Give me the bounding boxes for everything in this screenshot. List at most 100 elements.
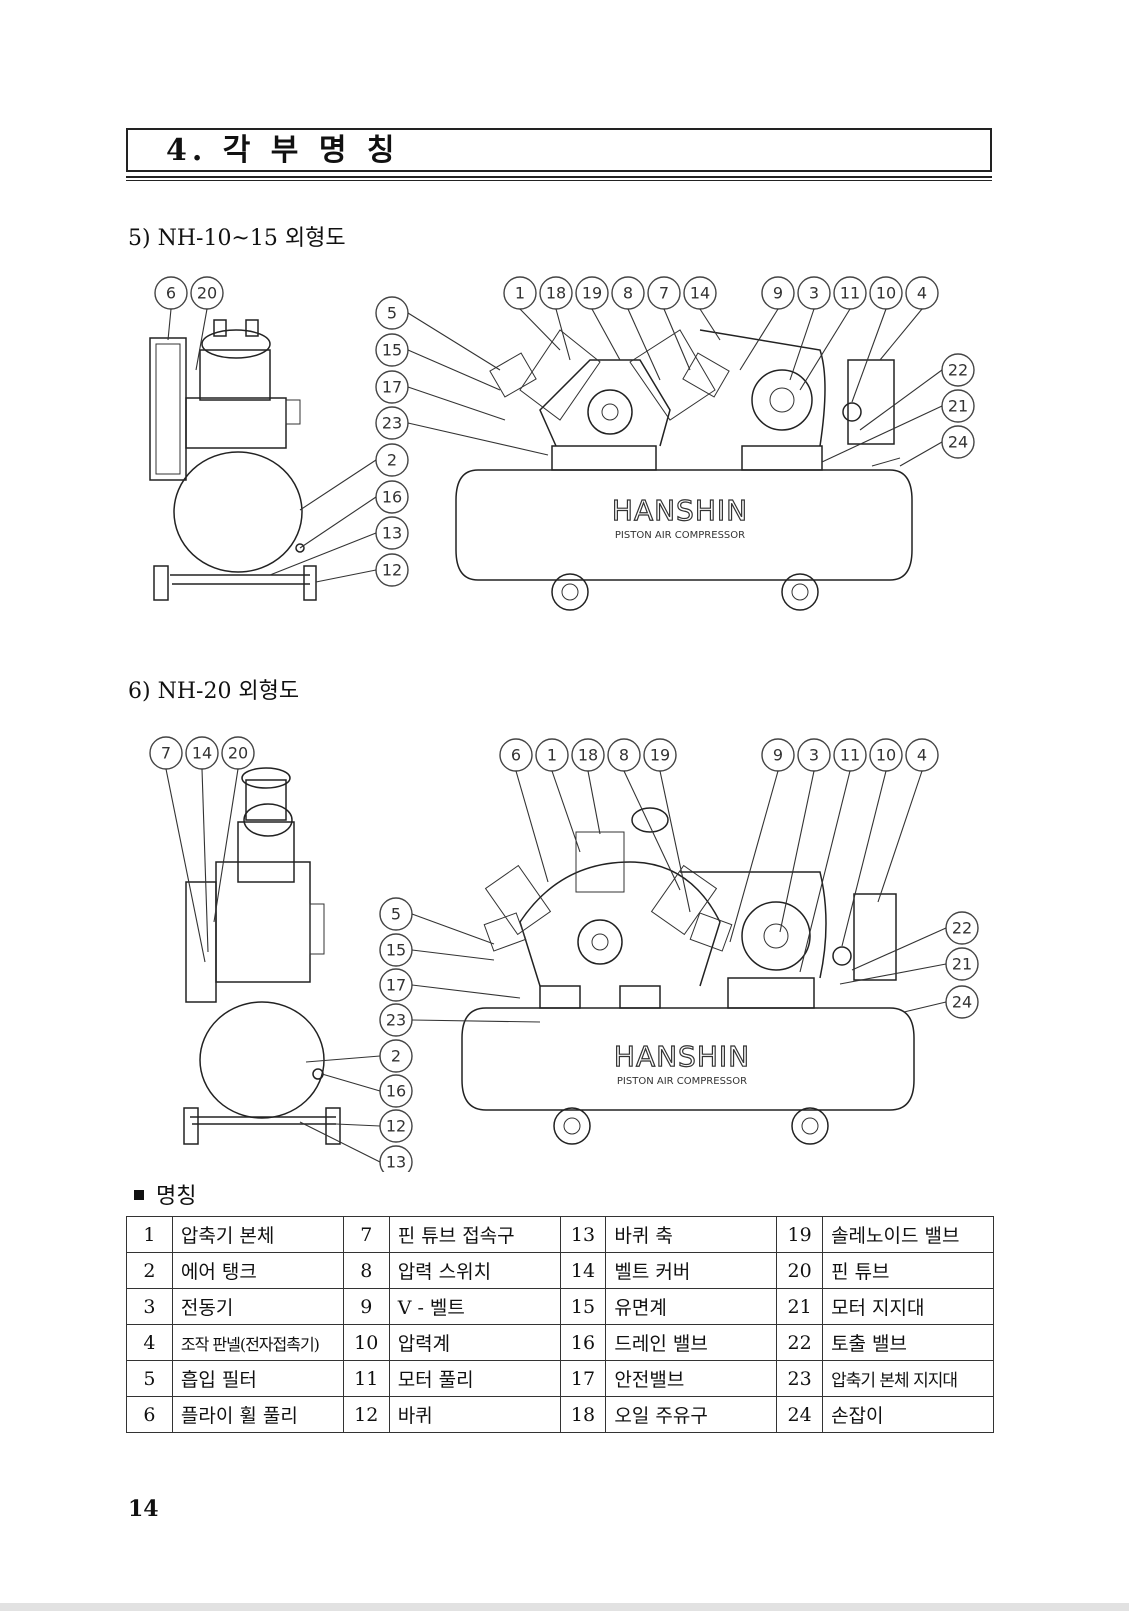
callout: 3: [797, 276, 831, 310]
part-name: 오일 주유구: [605, 1396, 778, 1433]
fig1-leaders: [167, 308, 943, 583]
part-number: 23: [776, 1360, 824, 1397]
part-name: V - 벨트: [388, 1288, 561, 1325]
part-number: 13: [559, 1216, 607, 1253]
part-name: 바퀴 축: [605, 1216, 778, 1253]
part-number: 20: [776, 1252, 824, 1289]
callout: 9: [761, 276, 795, 310]
part-name: 손잡이: [822, 1396, 994, 1433]
part-number: 22: [776, 1324, 824, 1361]
svg-text:10: 10: [876, 284, 896, 303]
fig2-brand-subtitle: PISTON AIR COMPRESSOR: [617, 1076, 747, 1087]
callout: 20: [221, 736, 255, 770]
callout: 11: [833, 276, 867, 310]
callout: 4: [905, 738, 939, 772]
callout: 19: [643, 738, 677, 772]
part-number: 7: [342, 1216, 390, 1253]
svg-text:22: 22: [948, 361, 968, 380]
fig1-callouts: 6 20 5 15 17 23 2 16 13 12 1 18 19 8 7 1…: [154, 276, 975, 587]
part-number: 11: [342, 1360, 390, 1397]
callout: 9: [761, 738, 795, 772]
fig1-side-view: [149, 319, 317, 601]
callout: 5: [375, 296, 409, 330]
svg-text:13: 13: [382, 524, 402, 543]
callout: 23: [375, 406, 409, 440]
svg-text:24: 24: [952, 993, 972, 1012]
callout: 10: [869, 276, 903, 310]
part-number: 1: [126, 1216, 173, 1253]
callout: 22: [945, 911, 979, 945]
svg-text:2: 2: [387, 451, 397, 470]
svg-text:24: 24: [948, 433, 968, 452]
svg-text:17: 17: [386, 976, 406, 995]
part-name: 유면계: [605, 1288, 778, 1325]
callout: 17: [375, 370, 409, 404]
part-number: 19: [776, 1216, 824, 1253]
svg-text:18: 18: [578, 746, 598, 765]
callout: 15: [379, 933, 413, 967]
part-name: 모터 풀리: [388, 1360, 561, 1397]
svg-text:4: 4: [917, 284, 927, 303]
part-number: 21: [776, 1288, 824, 1325]
svg-text:8: 8: [623, 284, 633, 303]
figure-1-drawing: HANSHIN PISTON AIR COMPRESSOR 6 20 5 15 …: [149, 276, 975, 611]
callout: 17: [379, 968, 413, 1002]
part-name: 에어 탱크: [171, 1252, 344, 1289]
part-name: 플라이 휠 풀리: [171, 1396, 344, 1433]
svg-text:13: 13: [386, 1153, 406, 1172]
callout: 1: [503, 276, 537, 310]
part-number: 14: [559, 1252, 607, 1289]
part-number: 18: [559, 1396, 607, 1433]
svg-text:2: 2: [391, 1047, 401, 1066]
callout: 21: [941, 389, 975, 423]
svg-text:11: 11: [840, 746, 860, 765]
part-number: 4: [126, 1324, 173, 1361]
fig2-leaders: [165, 768, 947, 1163]
callout: 14: [683, 276, 717, 310]
fig2-side-view: [183, 767, 341, 1145]
page-number: 14: [128, 1496, 159, 1522]
callout: 8: [611, 276, 645, 310]
svg-text:6: 6: [166, 284, 176, 303]
heading-rule-thick: [126, 176, 992, 178]
callout: 6: [154, 276, 188, 310]
callout: 1: [535, 738, 569, 772]
legend-title: 명칭: [156, 1184, 197, 1209]
figure-1-caption: 5) NH-10~15 외형도: [128, 226, 346, 251]
callout: 12: [375, 553, 409, 587]
part-name: 핀 튜브: [822, 1252, 994, 1289]
callout: 2: [379, 1039, 413, 1073]
part-number: 9: [342, 1288, 390, 1325]
part-number: 17: [559, 1360, 607, 1397]
callout: 20: [190, 276, 224, 310]
footer-bar: [0, 1603, 1129, 1611]
svg-text:17: 17: [382, 378, 402, 397]
fig1-brand-subtitle: PISTON AIR COMPRESSOR: [615, 530, 745, 541]
callout: 19: [575, 276, 609, 310]
svg-text:7: 7: [161, 744, 171, 763]
svg-text:23: 23: [386, 1011, 406, 1030]
callout: 7: [149, 736, 183, 770]
callout: 11: [833, 738, 867, 772]
fig1-brand-logo: HANSHIN: [612, 494, 748, 527]
callout: 24: [945, 985, 979, 1019]
svg-text:1: 1: [547, 746, 557, 765]
svg-text:5: 5: [387, 304, 397, 323]
part-name: 안전밸브: [605, 1360, 778, 1397]
callout: 16: [375, 480, 409, 514]
svg-text:5: 5: [391, 905, 401, 924]
svg-text:10: 10: [876, 746, 896, 765]
part-number: 10: [342, 1324, 390, 1361]
part-name: 솔레노이드 밸브: [822, 1216, 994, 1253]
part-name: 흡입 필터: [171, 1360, 344, 1397]
fig2-front-view: HANSHIN PISTON AIR COMPRESSOR: [461, 807, 915, 1145]
callout: 18: [539, 276, 573, 310]
svg-text:20: 20: [197, 284, 217, 303]
svg-text:4: 4: [917, 746, 927, 765]
callout: 6: [499, 738, 533, 772]
part-number: 2: [126, 1252, 173, 1289]
